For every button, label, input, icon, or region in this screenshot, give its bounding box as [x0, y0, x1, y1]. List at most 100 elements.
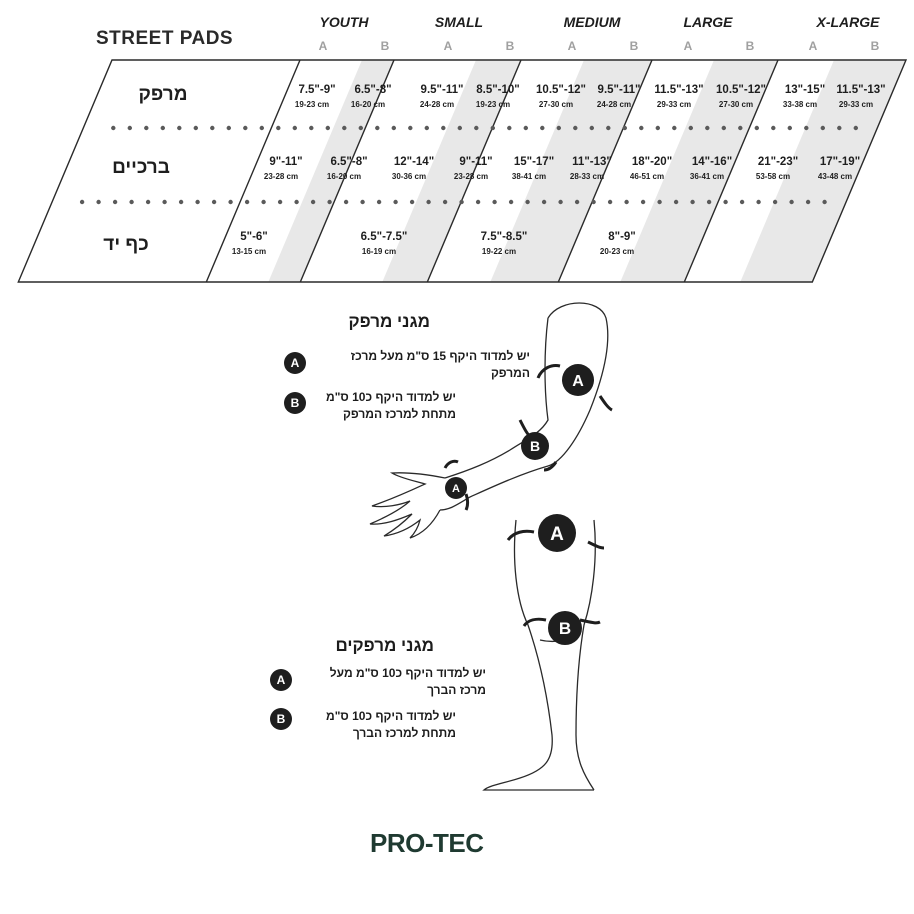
row-divider-dot-2 [360, 199, 365, 205]
subheader-b: B [871, 39, 880, 53]
cell-inches: 21"-23" [758, 156, 798, 168]
leg-a-marker [538, 514, 576, 552]
cell-centimeters: 19-23 cm [476, 100, 510, 109]
cell-centimeters: 29-33 cm [657, 100, 691, 109]
row-divider-dot-1 [721, 125, 726, 131]
cell-centimeters: 29-33 cm [839, 100, 873, 109]
row-divider-dot-1 [606, 125, 611, 131]
row-divider-dot-2 [673, 199, 679, 205]
cell-inches: 11.5"-13" [654, 84, 703, 96]
cell-inches: 7.5"-9" [298, 84, 335, 96]
cell-inches: 6.5"-8" [354, 84, 391, 96]
arm-a-marker [562, 364, 594, 396]
row-divider-dot-2 [525, 199, 530, 205]
row-label: כף יד [103, 234, 148, 255]
row-divider-dot-2 [211, 199, 217, 205]
cell-centimeters: 16-20 cm [351, 100, 385, 109]
row-divider-dot-1 [210, 125, 215, 131]
arm-b-label: B [530, 438, 540, 454]
cell-centimeters: 13-15 cm [232, 247, 266, 256]
row-divider-dot-2 [541, 199, 547, 205]
leg-a-label: A [550, 524, 564, 545]
row-divider-dot-1 [804, 125, 809, 131]
row-divider-dot-2 [228, 199, 233, 205]
cell-centimeters: 46-51 cm [630, 172, 664, 181]
row-divider-dot-1 [754, 125, 759, 131]
row-divider-dot-2 [574, 199, 580, 205]
cell-centimeters: 36-41 cm [690, 172, 724, 181]
row-divider-dot-1 [358, 125, 363, 131]
row-divider-dot-2 [442, 199, 448, 205]
size-group-divider [426, 59, 522, 283]
row-divider-dot-2 [640, 199, 646, 205]
row-divider-dot-1 [837, 125, 842, 131]
cell-centimeters: 19-23 cm [295, 100, 329, 109]
cell-inches: 6.5"-8" [330, 156, 367, 168]
row-divider-dot-2 [492, 199, 497, 205]
elbow-note-a-line-2: המרפק [490, 366, 530, 380]
cell-inches: 9"-11" [269, 156, 302, 168]
cell-centimeters: 16-19 cm [362, 247, 396, 256]
row-divider-dot-2 [789, 199, 794, 205]
cell-inches: 7.5"-8.5" [481, 231, 528, 243]
cell-centimeters: 28-33 cm [570, 172, 604, 181]
row-divider-dot-1 [672, 125, 677, 131]
row-divider-dot-1 [738, 125, 743, 131]
row-divider-dot-1 [441, 125, 446, 131]
knee-note-a-line-2: מרכז הברך [427, 683, 486, 697]
row-divider-dot-1 [474, 125, 479, 131]
size-header-small: SMALL [435, 14, 483, 30]
row-divider-dot-1 [160, 125, 165, 131]
row-divider-dot-2 [690, 199, 695, 205]
leg-b-marker [548, 611, 582, 645]
column-b-shade-x-large [740, 60, 906, 282]
row-divider-dot-1 [853, 125, 858, 131]
row-divider-dot-2 [409, 199, 415, 205]
row-divider-dot-2 [805, 199, 811, 205]
row-divider-dot-1 [309, 125, 314, 131]
knee-note-a-text: יש למדוד היקף כ10 ס"מ מעל מרכז הברך [286, 665, 486, 699]
cell-inches: 5"-6" [240, 231, 268, 243]
row-divider-dot-2 [426, 199, 431, 205]
row-divider-dot-2 [310, 199, 316, 205]
cell-inches: 10.5"-12" [716, 84, 766, 96]
row-divider-dot-1 [507, 125, 512, 131]
row-divider-dot-2 [294, 199, 299, 205]
cell-centimeters: 53-58 cm [756, 172, 790, 181]
row-divider-dot-1 [688, 125, 693, 131]
row-divider-dot-2 [475, 199, 481, 205]
size-header-large: LARGE [684, 14, 734, 30]
row-divider-dot-2 [96, 199, 101, 205]
figure-badges: A B A A B [445, 364, 594, 645]
row-divider-dot-2 [723, 199, 728, 205]
row-divider-dot-1 [193, 125, 198, 131]
row-divider-dot-2 [145, 199, 151, 205]
column-b-shade-large [620, 60, 778, 282]
subheader-b: B [746, 39, 755, 53]
row-divider-dot-2 [657, 199, 662, 205]
knee-note-b-badge: B [270, 708, 292, 730]
cell-inches: 14"-16" [692, 156, 732, 168]
row-label: ברכיים [112, 157, 170, 178]
row-divider-dot-2 [459, 199, 464, 205]
cell-inches: 13"-15" [785, 84, 825, 96]
row-divider-dot-1 [127, 125, 132, 131]
size-header-x-large: X-LARGE [816, 14, 881, 30]
row-divider-dot-1 [342, 125, 347, 131]
knee-section-title: מגני מרפקים [335, 636, 434, 655]
cell-centimeters: 24-28 cm [420, 100, 454, 109]
arm-a-label: A [572, 373, 584, 390]
leg-outline-icon [482, 519, 596, 791]
row-divider-dot-2 [376, 199, 382, 205]
row-divider-dot-1 [276, 125, 281, 131]
cell-centimeters: 23-28 cm [454, 172, 488, 181]
row-divider-dot-2 [261, 199, 266, 205]
subheader-b: B [506, 39, 515, 53]
elbow-note-b-badge: B [284, 392, 306, 414]
cell-centimeters: 38-41 cm [512, 172, 546, 181]
row-divider-dot-1 [523, 125, 528, 131]
table-frame [17, 59, 908, 283]
cell-inches: 9.5"-11" [598, 84, 641, 96]
brand-logo: PRO-TEC [370, 828, 484, 858]
